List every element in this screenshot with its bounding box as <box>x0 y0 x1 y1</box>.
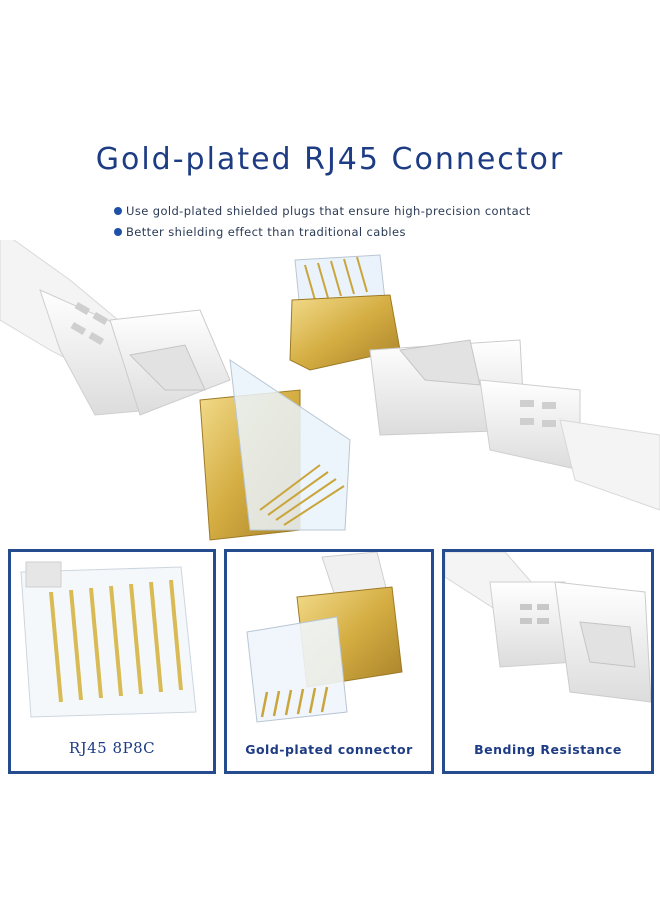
feature-bullet-text: Use gold-plated shielded plugs that ensu… <box>126 203 531 218</box>
panel-label: Bending Resistance <box>474 742 622 757</box>
feature-bullet-2: Better shielding effect than traditional… <box>114 221 614 242</box>
gold-connector-image <box>227 552 431 771</box>
feature-bullet-text: Better shielding effect than traditional… <box>126 224 406 239</box>
panel-label: Gold-plated connector <box>245 742 413 757</box>
panel-label: RJ45 8P8C <box>68 739 156 757</box>
bullet-dot-icon <box>114 206 122 215</box>
feature-bullets: Use gold-plated shielded plugs that ensu… <box>114 200 614 242</box>
bullet-dot-icon <box>114 227 122 236</box>
right-cable <box>289 254 660 511</box>
page-title: Gold-plated RJ45 Connector <box>95 142 565 177</box>
panel-gold-plated-connector: Gold-plated connector <box>224 549 434 774</box>
hero-cable-illustration <box>0 240 660 541</box>
panel-bending-resistance: Bending Resistance <box>442 549 654 774</box>
feature-bullet-1: Use gold-plated shielded plugs that ensu… <box>114 200 614 221</box>
bent-cable-image <box>445 552 651 771</box>
panel-rj45-8p8c: RJ45 8P8C <box>8 549 216 774</box>
left-cable <box>0 240 351 541</box>
rj45-contacts-closeup-image <box>11 552 213 771</box>
